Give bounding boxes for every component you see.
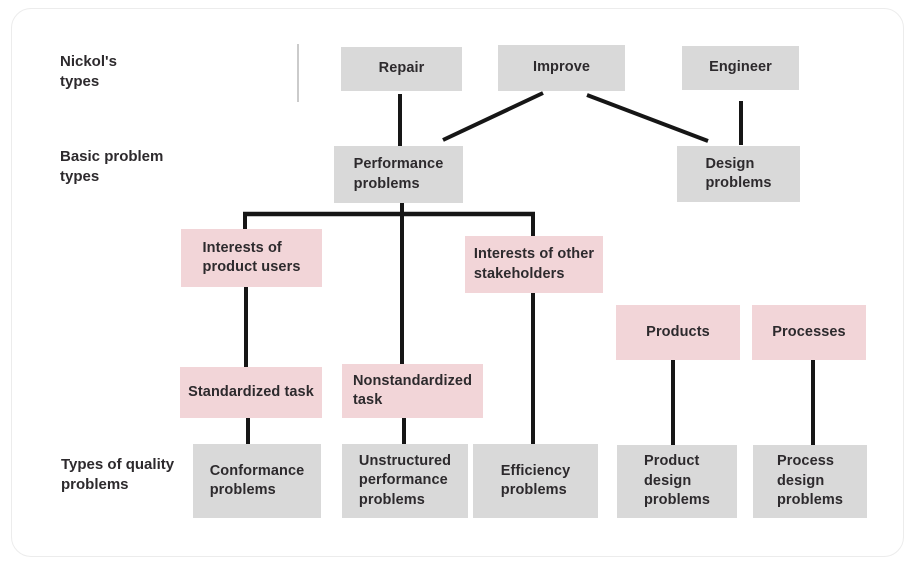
node-performance-problems: Performance problems: [334, 146, 463, 203]
node-interests-of-product-users: Interests of product users: [181, 229, 322, 287]
row-label-basic-problem-types: Basic problem types: [60, 148, 164, 185]
node-unstructured-performance-problems: Unstructured performance problems: [342, 444, 468, 518]
connector-improve-design: [586, 93, 709, 143]
connector-improve-performance: [442, 91, 544, 142]
node-product-design-problems: Product design problems: [617, 445, 737, 518]
node-processes: Processes: [752, 305, 866, 360]
row-label-nickols-types: Nickol's types: [60, 53, 117, 90]
node-repair: Repair: [341, 47, 462, 91]
node-improve: Improve: [498, 45, 625, 91]
node-efficiency-problems: Efficiency problems: [473, 444, 598, 518]
node-interests-of-other-stakeholders: Interests of other stakeholders: [465, 236, 603, 293]
node-conformance-problems: Conformance problems: [193, 444, 321, 518]
node-products: Products: [616, 305, 740, 360]
node-design-problems: Design problems: [677, 146, 800, 202]
node-process-design-problems: Process design problems: [753, 445, 867, 518]
row-label-types-of-quality-problems: Types of quality problems: [61, 456, 175, 493]
node-nonstandardized-task: Nonstandardized task: [342, 364, 483, 418]
node-engineer: Engineer: [682, 46, 799, 90]
node-standardized-task: Standardized task: [180, 367, 322, 418]
